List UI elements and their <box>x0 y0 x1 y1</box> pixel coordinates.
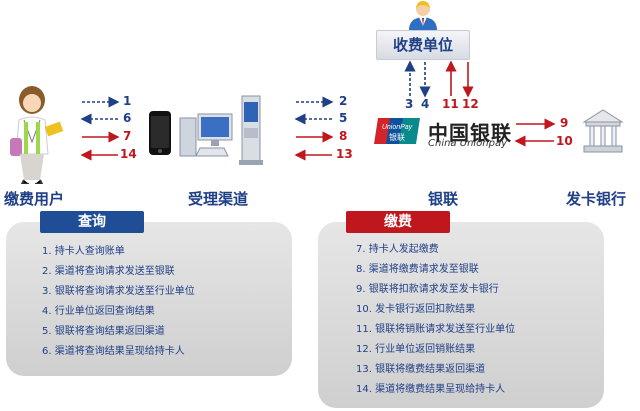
payment-step: 9. 银联将扣款请求发至发卡银行 <box>356 284 499 295</box>
flow-label-13: 13 <box>336 147 353 161</box>
flow-label-4: 4 <box>421 97 430 111</box>
mobile-phone-icon <box>149 111 171 155</box>
unionpay-cn-name: 中国银联 <box>428 121 512 145</box>
node-user-label: 缴费用户 <box>4 190 65 208</box>
flow-label-9: 9 <box>560 116 569 130</box>
flow-label-10: 10 <box>556 134 573 148</box>
query-step: 3. 银联将查询请求发送至行业单位 <box>42 286 195 297</box>
flow-label-2: 2 <box>339 94 348 108</box>
unionpay-en-name: China Unionpay <box>428 138 508 149</box>
query-step: 5. 银联将查询结果返回渠道 <box>42 326 165 337</box>
flow-label-7: 7 <box>123 129 132 143</box>
payment-title: 缴费 <box>346 211 450 233</box>
payment-step: 10. 发卡银行返回扣款结果 <box>356 304 476 315</box>
flow-label-3: 3 <box>405 97 414 111</box>
computer-icon <box>179 113 233 157</box>
flow-label-5: 5 <box>339 111 348 125</box>
kiosk-icon <box>239 95 263 165</box>
flow-label-12: 12 <box>462 97 479 111</box>
query-panel <box>6 222 292 376</box>
unionpay-logo-icon: UnionPay 银联 <box>374 116 420 146</box>
query-title: 查询 <box>40 211 144 233</box>
query-step: 1. 持卡人查询账单 <box>42 246 125 257</box>
svg-text:银联: 银联 <box>389 132 405 142</box>
query-step: 6. 渠道将查询结果呈现给持卡人 <box>42 346 185 357</box>
svg-text:UnionPay: UnionPay <box>382 124 413 131</box>
payment-step: 11. 银联将销账请求发送至行业单位 <box>356 324 516 335</box>
node-channel-label: 受理渠道 <box>188 190 249 208</box>
node-agency-box: 收费单位 <box>376 30 470 60</box>
query-step: 2. 渠道将查询请求发送至银联 <box>42 266 175 277</box>
payment-step: 7. 持卡人发起缴费 <box>356 244 439 255</box>
agency-person-icon <box>409 1 437 30</box>
bank-building-icon <box>582 109 624 153</box>
node-bank-label: 发卡银行 <box>566 190 627 208</box>
payment-panel <box>318 222 604 408</box>
payment-step: 13. 银联将缴费结果返回渠道 <box>356 364 486 375</box>
flow-label-14: 14 <box>120 147 137 161</box>
flow-label-11: 11 <box>442 97 459 111</box>
query-step: 4. 行业单位返回查询结果 <box>42 306 155 317</box>
user-person-icon <box>10 86 64 184</box>
flow-label-8: 8 <box>339 129 348 143</box>
payment-step: 14. 渠道将缴费结果呈现给持卡人 <box>356 384 506 395</box>
node-unionpay-label: 银联 <box>428 190 459 208</box>
payment-step: 12. 行业单位返回销账结果 <box>356 344 476 355</box>
flow-label-6: 6 <box>123 111 132 125</box>
flow-label-1: 1 <box>123 94 132 108</box>
payment-step: 8. 渠道将缴费请求发至银联 <box>356 264 479 275</box>
